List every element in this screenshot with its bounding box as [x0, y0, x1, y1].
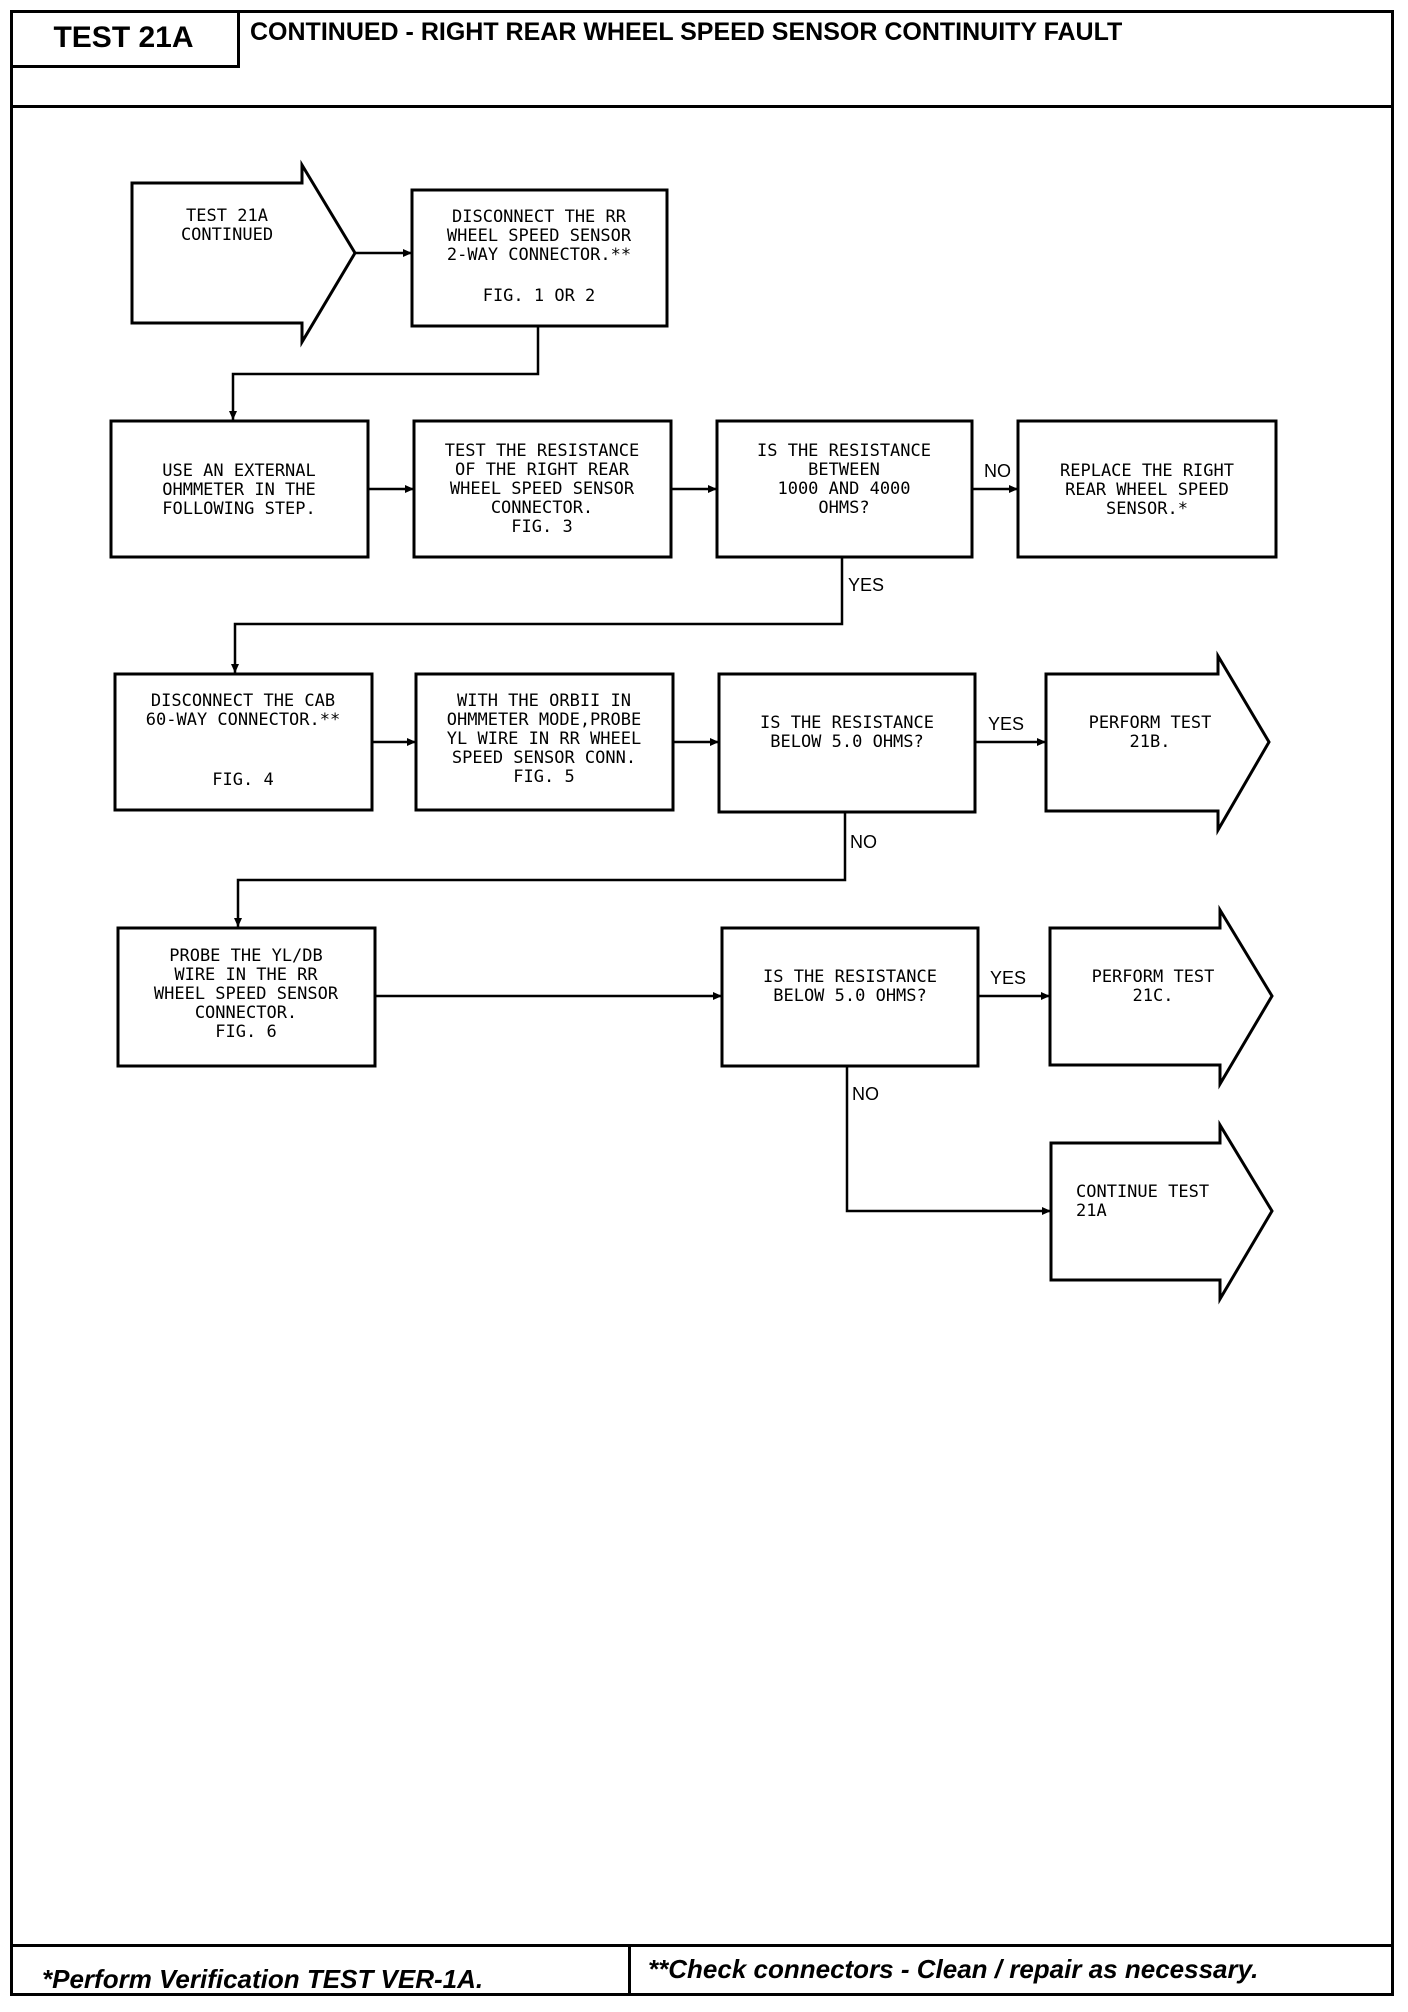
box-line: OHMMETER IN THE — [162, 480, 316, 500]
decision-below-1-box: IS THE RESISTANCE BELOW 5.0 OHMS? — [717, 672, 977, 814]
continue-21a-arrow: CONTINUE TEST 21A — [1049, 1119, 1274, 1305]
connector-decision3-to-continue — [845, 1066, 1051, 1215]
box-line: OHMMETER MODE,PROBE — [447, 710, 641, 730]
box-line: FIG. 4 — [212, 770, 273, 790]
footer-separator — [628, 1944, 631, 1996]
box-line: BELOW 5.0 OHMS? — [770, 732, 924, 752]
box-line: DISCONNECT THE CAB — [151, 691, 335, 711]
box-line: WHEEL SPEED SENSOR — [447, 226, 632, 246]
box-line: BETWEEN — [808, 460, 880, 480]
box-line: SENSOR.* — [1106, 499, 1188, 519]
footer-divider — [10, 1944, 1394, 1947]
probe-yl-db-box: PROBE THE YL/DB WIRE IN THE RR WHEEL SPE… — [116, 926, 377, 1068]
label-yes: YES — [848, 575, 884, 595]
box-line: IS THE RESISTANCE — [763, 967, 937, 987]
test-resistance-box: TEST THE RESISTANCE OF THE RIGHT REAR WH… — [412, 419, 673, 559]
box-line: FIG. 6 — [215, 1022, 276, 1042]
box-line: PROBE THE YL/DB — [169, 946, 323, 966]
start-line: CONTINUED — [181, 225, 273, 245]
start-arrow: TEST 21A CONTINUED — [130, 159, 357, 348]
box-line: OF THE RIGHT REAR — [455, 460, 630, 480]
box-line: 21C. — [1133, 986, 1174, 1006]
box-line: PERFORM TEST — [1089, 713, 1212, 733]
box-line: 2-WAY CONNECTOR.** — [447, 245, 631, 265]
box-line: YL WIRE IN RR WHEEL — [447, 729, 641, 749]
box-line: 21A — [1076, 1201, 1107, 1221]
decision-between-box: IS THE RESISTANCE BETWEEN 1000 AND 4000 … — [715, 419, 974, 559]
label-yes: YES — [988, 714, 1024, 734]
replace-sensor-box: REPLACE THE RIGHT REAR WHEEL SPEED SENSO… — [1016, 419, 1278, 559]
box-line: 60-WAY CONNECTOR.** — [146, 710, 340, 730]
box-line: FIG. 5 — [513, 767, 574, 787]
box-line: BELOW 5.0 OHMS? — [773, 986, 927, 1006]
header-divider — [10, 105, 1394, 108]
connector-disconnect-to-ohmmeter — [229, 326, 540, 420]
box-line: 21B. — [1130, 732, 1171, 752]
perform-21c-arrow: PERFORM TEST 21C. — [1048, 904, 1274, 1090]
box-line: REAR WHEEL SPEED — [1065, 480, 1229, 500]
decision-below-2-box: IS THE RESISTANCE BELOW 5.0 OHMS? — [720, 926, 980, 1068]
box-line: PERFORM TEST — [1092, 967, 1215, 987]
connectors — [229, 249, 1051, 1215]
box-line: CONNECTOR. — [491, 498, 593, 518]
test-id: TEST 21A — [53, 20, 194, 54]
box-line: REPLACE THE RIGHT — [1060, 461, 1234, 481]
box-line: TEST THE RESISTANCE — [445, 441, 639, 461]
box-line: WIRE IN THE RR — [174, 965, 318, 985]
box-line: CONNECTOR. — [195, 1003, 297, 1023]
box-line: WITH THE ORBII IN — [457, 691, 631, 711]
connector-decision2-to-probe — [234, 812, 847, 927]
box-line: WHEEL SPEED SENSOR — [154, 984, 339, 1004]
test-id-box: TEST 21A — [10, 10, 240, 68]
page-frame — [10, 10, 1394, 1996]
label-no: NO — [850, 832, 877, 852]
footer-note-connectors: **Check connectors - Clean / repair as n… — [648, 1954, 1259, 1984]
label-no: NO — [984, 461, 1011, 481]
box-line: IS THE RESISTANCE — [757, 441, 931, 461]
disconnect-cab-box: DISCONNECT THE CAB 60-WAY CONNECTOR.** F… — [113, 672, 374, 812]
page-title: CONTINUED - RIGHT REAR WHEEL SPEED SENSO… — [250, 18, 1123, 46]
box-line: 1000 AND 4000 — [777, 479, 910, 499]
orbii-probe-box: WITH THE ORBII IN OHMMETER MODE,PROBE YL… — [414, 672, 675, 812]
perform-21b-arrow: PERFORM TEST 21B. — [1044, 650, 1271, 836]
box-line: FIG. 1 OR 2 — [483, 286, 596, 306]
start-line: TEST 21A — [186, 206, 268, 226]
label-yes: YES — [990, 968, 1026, 988]
disconnect-rr-box: DISCONNECT THE RR WHEEL SPEED SENSOR 2-W… — [410, 188, 669, 328]
external-ohmmeter-box: USE AN EXTERNAL OHMMETER IN THE FOLLOWIN… — [109, 419, 370, 559]
connector-decision1-to-cab — [231, 556, 844, 673]
box-line: FOLLOWING STEP. — [162, 499, 316, 519]
box-line: IS THE RESISTANCE — [760, 713, 934, 733]
box-line: CONTINUE TEST — [1076, 1182, 1209, 1202]
footer-note-verification: *Perform Verification TEST VER-1A. — [42, 1964, 484, 1994]
box-line: FIG. 3 — [511, 517, 572, 537]
box-line: WHEEL SPEED SENSOR — [450, 479, 635, 499]
box-line: SPEED SENSOR CONN. — [452, 748, 636, 768]
box-line: USE AN EXTERNAL — [162, 461, 316, 481]
label-no: NO — [852, 1084, 879, 1104]
box-line: DISCONNECT THE RR — [452, 207, 627, 227]
box-line: OHMS? — [818, 498, 869, 518]
